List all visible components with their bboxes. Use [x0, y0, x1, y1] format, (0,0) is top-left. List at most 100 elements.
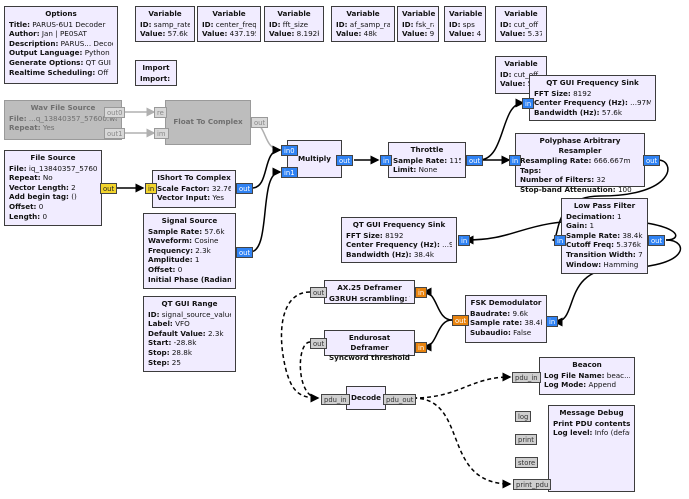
- port-fs2-in[interactable]: in: [458, 235, 471, 246]
- param-value: 28.8k: [169, 347, 193, 357]
- param-key: Window:: [566, 259, 602, 269]
- param-key: Add begin tag:: [9, 192, 69, 202]
- block-param: Sample rate: 38.4k: [470, 318, 542, 328]
- port-lpf-in[interactable]: in: [554, 235, 567, 246]
- port-res-in[interactable]: in: [509, 155, 522, 166]
- param-key: ID:: [140, 19, 152, 29]
- port-f2c-out[interactable]: out: [251, 117, 269, 128]
- param-key: FFT Size:: [346, 230, 383, 240]
- param-key: Value:: [500, 79, 526, 89]
- param-key: Number of Filters:: [520, 175, 595, 185]
- param-key: Stop:: [148, 347, 170, 357]
- port-f2c-re[interactable]: re: [154, 107, 167, 118]
- wire-resampler-to-lpf-route: [551, 159, 669, 245]
- port-fs-out[interactable]: out: [100, 183, 118, 194]
- port-mul-in1[interactable]: in1: [281, 167, 298, 178]
- param-key: File:: [9, 113, 27, 123]
- param-value: 5.376k: [613, 240, 642, 250]
- block-param: Baudrate: 9.6k: [470, 309, 542, 319]
- port-end-out[interactable]: out: [310, 338, 328, 349]
- param-value: Info (default): [594, 428, 630, 438]
- port-thr-in[interactable]: in: [380, 155, 393, 166]
- block-float-to-complex[interactable]: Float To Complex: [165, 100, 251, 145]
- param-value: cut_off_0: [513, 69, 542, 79]
- param-value: ...q_13840357_57600.wav: [26, 113, 117, 123]
- block-param: Repeat: Yes: [9, 123, 117, 133]
- param-value: fsk_rate: [415, 19, 434, 29]
- param-value: 8192: [382, 230, 404, 240]
- param-value: PARUS-6U1 Decoder: [30, 19, 106, 29]
- block-title: Low Pass Filter: [573, 201, 636, 210]
- param-value: 32.768k: [211, 183, 231, 193]
- param-key: Vector Length:: [9, 182, 69, 192]
- block-title: Variable: [346, 9, 380, 18]
- port-lpf-out[interactable]: out: [648, 235, 666, 246]
- block-param: Taps:: [520, 166, 640, 176]
- port-ax-out[interactable]: out: [310, 287, 328, 298]
- port-fsk-in[interactable]: in: [546, 316, 559, 327]
- port-fs1-in[interactable]: in: [522, 98, 535, 109]
- block-param: Realtime Scheduling: Off: [9, 68, 113, 78]
- param-value: 48k: [361, 29, 377, 39]
- port-wav-out0[interactable]: out0: [104, 107, 126, 118]
- port-end-in[interactable]: in: [415, 342, 428, 353]
- block-title: Polyphase Arbitrary Resampler: [539, 136, 621, 155]
- param-key: Value:: [140, 29, 166, 39]
- port-wav-out1[interactable]: out1: [104, 128, 126, 139]
- block-param: File: iq_13840357_57600.raw: [9, 164, 97, 174]
- block-title: Variable: [504, 9, 538, 18]
- port-ax-in[interactable]: in: [415, 287, 428, 298]
- block-param: Initial Phase (Radians): 0: [148, 275, 231, 285]
- port-mul-out[interactable]: out: [336, 155, 354, 166]
- port-res-out[interactable]: out: [643, 155, 661, 166]
- port-dec-out[interactable]: pdu_out: [383, 394, 417, 405]
- port-bea-in[interactable]: pdu_in: [512, 372, 541, 383]
- param-value: 38.4k: [411, 249, 434, 259]
- block-title: Throttle: [410, 145, 444, 154]
- port-md-log[interactable]: log: [515, 411, 532, 422]
- port-f2c-im[interactable]: im: [154, 128, 169, 139]
- port-md-store[interactable]: store: [515, 457, 539, 468]
- port-dec-in[interactable]: pdu_in: [321, 394, 350, 405]
- param-value: Off: [95, 67, 109, 77]
- param-value: -28.8k: [171, 338, 197, 348]
- port-i2c-out[interactable]: out: [236, 183, 254, 194]
- port-sig-out[interactable]: out: [236, 247, 254, 258]
- port-i2c-in[interactable]: in: [145, 183, 158, 194]
- block-decode[interactable]: Decode: [346, 386, 386, 410]
- port-fsk-out[interactable]: out: [452, 315, 470, 326]
- param-value: np: [170, 74, 172, 83]
- param-value: fft_size: [280, 19, 309, 29]
- param-key: Import:: [140, 73, 171, 83]
- port-thr-out[interactable]: out: [466, 155, 484, 166]
- port-md-print-pdu[interactable]: print_pdu: [513, 479, 552, 490]
- param-key: Syncword threshold:: [329, 353, 410, 363]
- param-key: Waveform:: [148, 236, 193, 246]
- port-mul-in0[interactable]: in0: [281, 145, 298, 156]
- port-md-print[interactable]: print: [515, 434, 537, 445]
